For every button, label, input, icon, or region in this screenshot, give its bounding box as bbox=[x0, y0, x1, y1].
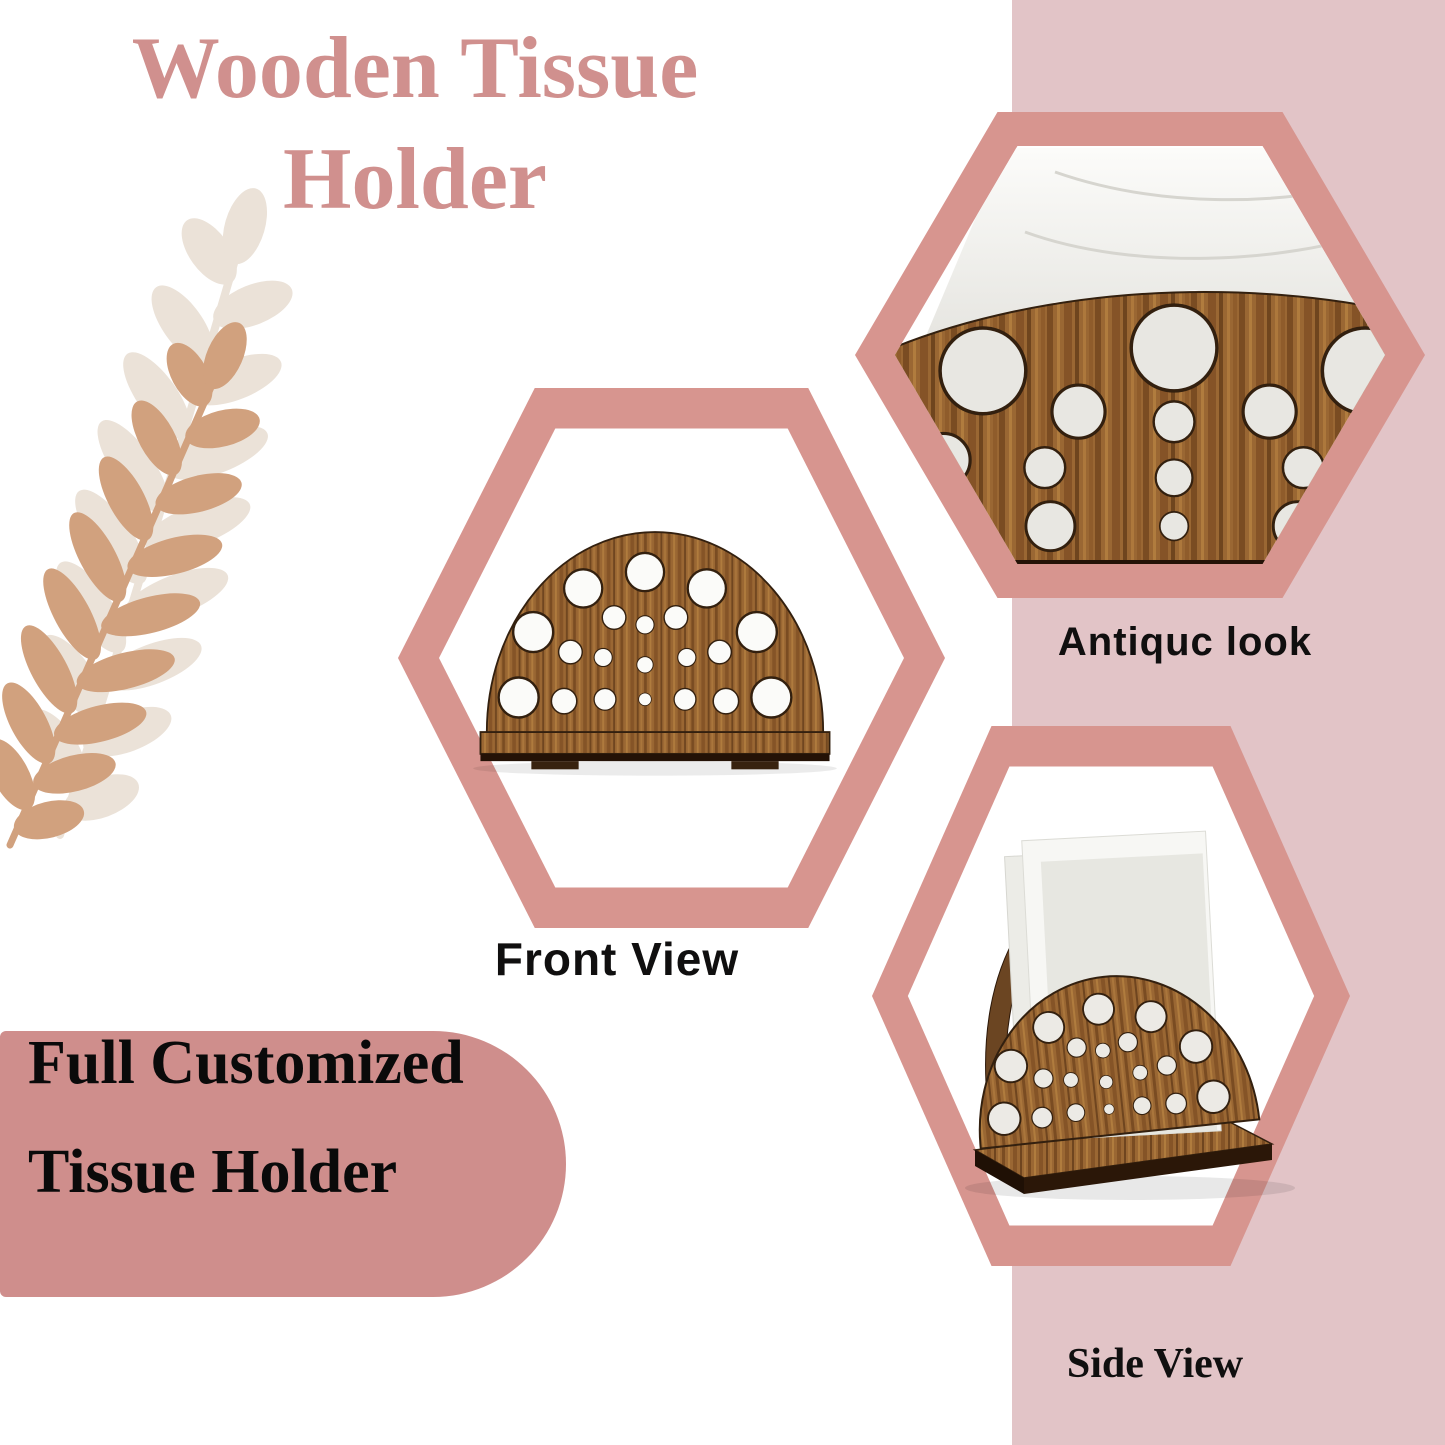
antique-closeup-photo bbox=[894, 146, 1386, 564]
hexagon-antique-look bbox=[855, 112, 1425, 598]
wood-panel-front bbox=[485, 531, 825, 733]
front-view-label: Front View bbox=[494, 933, 740, 985]
title-line-1: Wooden Tissue bbox=[131, 20, 699, 117]
wood-panel-side bbox=[978, 975, 1261, 1150]
customized-banner: Full Customized Tissue Holder bbox=[0, 1029, 566, 1297]
banner-line-1: Full Customized bbox=[28, 1029, 464, 1097]
page-title: Wooden Tissue Holder bbox=[70, 14, 760, 236]
hexagon-side-view bbox=[872, 726, 1350, 1266]
tissue-holder-side-photo bbox=[965, 830, 1295, 1200]
fern-leaves-icon bbox=[0, 188, 293, 849]
tissue-holder-front-photo bbox=[473, 531, 837, 776]
wood-panel-closeup bbox=[894, 291, 1386, 564]
fern-branch-tan bbox=[0, 322, 260, 849]
title-line-2: Holder bbox=[283, 130, 547, 228]
antique-look-label: Antiquc look bbox=[1057, 620, 1313, 664]
side-view-label: Side View bbox=[1066, 1341, 1244, 1387]
banner-line-2: Tissue Holder bbox=[28, 1137, 398, 1206]
